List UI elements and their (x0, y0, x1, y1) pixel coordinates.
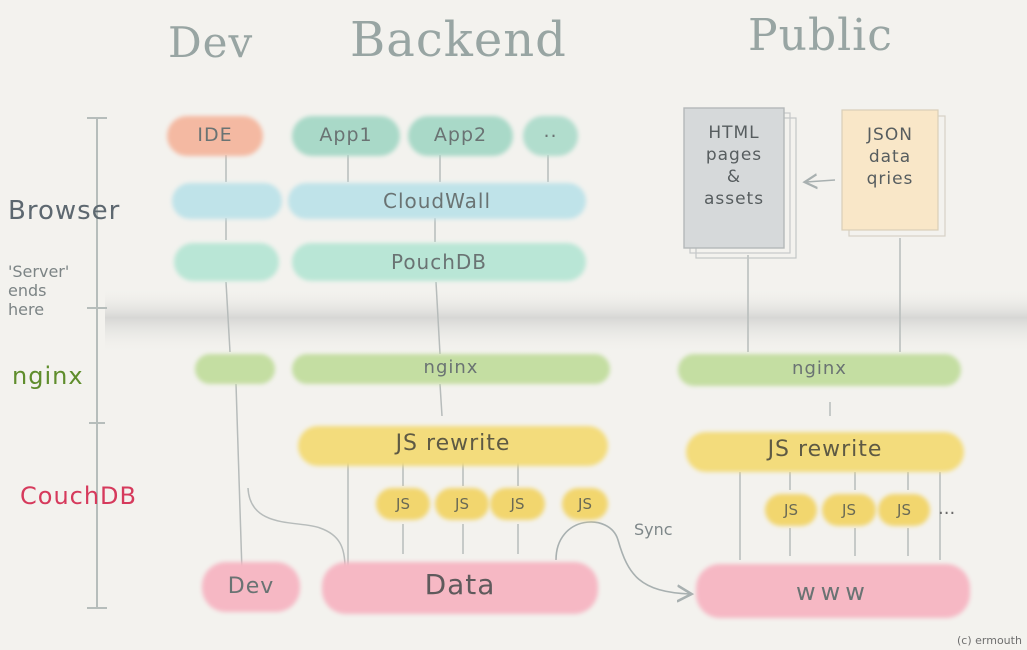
js-shape (490, 488, 545, 520)
public-nginx-shape (678, 354, 961, 386)
app1-label: App1 (319, 124, 373, 146)
ide-shape (167, 116, 263, 156)
public-nginx-label: nginx (792, 358, 847, 379)
dev-db-label: Dev (227, 574, 275, 599)
data-db-label: Data (424, 568, 496, 601)
ide-label: IDE (197, 124, 233, 146)
js-shape (376, 488, 430, 520)
js-label: JS (510, 495, 525, 513)
json-to-html-arrow (806, 180, 836, 182)
www-db-shape (696, 564, 970, 618)
js-label: JS (842, 501, 856, 519)
js-shape (562, 488, 608, 520)
app2-label: App2 (433, 124, 488, 146)
row-label-couchdb: CouchDB (20, 482, 138, 510)
dev-pouchdb-shape (174, 243, 279, 281)
backend-nginx-label: nginx (423, 357, 479, 378)
json-line: data (868, 147, 912, 167)
app1-shape (292, 116, 400, 156)
public-rewrite-label: JS rewrite (767, 437, 883, 462)
column-header-backend: Backend (350, 12, 567, 68)
json-data-doc (841, 109, 946, 237)
copyright-text: (c) ermouth (957, 634, 1022, 647)
json-line: JSON (867, 125, 913, 145)
sync-label: Sync (634, 520, 673, 539)
connector-lines (225, 155, 941, 573)
html-pages-doc (683, 107, 797, 259)
js-shape (878, 494, 930, 526)
server-line: here (8, 300, 45, 319)
dev-db-shape (202, 562, 300, 612)
backend-nginx-shape (292, 354, 610, 384)
row-label-server-ends-here: 'Server' ends here (8, 262, 69, 319)
app2-shape (408, 116, 513, 156)
html-line: pages (705, 145, 763, 165)
column-header-public: Public (748, 10, 893, 61)
js-label: JS (897, 501, 911, 519)
sync-arrow (555, 521, 690, 594)
public-rewrite-shape (686, 432, 964, 472)
js-label: JS (784, 501, 798, 519)
backend-rewrite-shape (298, 426, 608, 466)
pouchdb-shape (292, 243, 586, 281)
row-label-nginx: nginx (12, 362, 84, 390)
json-line: qries (866, 169, 914, 189)
js-more-label: ... (938, 498, 956, 519)
html-line: & (726, 167, 742, 187)
tier-axis (87, 117, 107, 609)
cloudwall-label: CloudWall (383, 189, 491, 213)
server-boundary-band (105, 288, 1027, 354)
www-db-label: www (796, 578, 870, 606)
html-doc-label: HTML pages & assets (684, 122, 784, 210)
column-header-dev: Dev (168, 18, 254, 67)
json-doc-label: JSON data qries (842, 124, 938, 190)
html-line: assets (703, 189, 765, 209)
server-line: 'Server' (8, 262, 70, 281)
js-label: JS (396, 495, 410, 513)
row-label-browser: Browser (8, 196, 121, 226)
dev-nginx-shape (195, 354, 275, 384)
js-label: JS (455, 495, 469, 513)
more-apps-label: .. (543, 120, 558, 142)
backend-rewrite-label: JS rewrite (395, 431, 511, 456)
server-line: ends (8, 281, 47, 300)
more-apps-shape (523, 116, 578, 156)
js-shape (435, 488, 489, 520)
html-line: HTML (708, 123, 760, 143)
js-label: JS (578, 495, 592, 513)
js-shape (765, 494, 817, 526)
data-db-shape (322, 562, 598, 614)
cloudwall-shape (288, 183, 586, 219)
js-shape (822, 494, 876, 526)
dev-cloudwall-shape (172, 183, 282, 219)
pouchdb-label: PouchDB (390, 250, 488, 274)
